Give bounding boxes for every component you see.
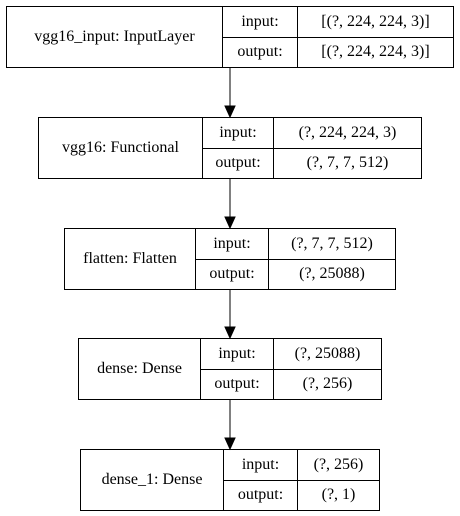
output-label: output: [201, 369, 274, 399]
output-shape: [(?, 224, 224, 3)] [321, 43, 430, 61]
input-shape: (?, 25088) [274, 339, 381, 370]
input-label: input: [201, 339, 274, 370]
input-label: input: [223, 7, 298, 38]
layer-node-dense-1: dense_1: Dense input: (?, 256) output: (… [80, 449, 380, 511]
input-shape: (?, 224, 224, 3) [274, 118, 421, 149]
input-shape: (?, 7, 7, 512) [269, 229, 395, 260]
input-shape: (?, 256) [298, 450, 379, 481]
output-shape: (?, 1) [321, 486, 356, 504]
layer-name: vgg16: Functional [39, 118, 203, 178]
layer-node-vgg16-input: vgg16_input: InputLayer input: [(?, 224,… [6, 6, 454, 68]
output-shape: (?, 25088) [299, 265, 365, 283]
edge-4 [224, 400, 236, 451]
output-label: output: [196, 259, 269, 289]
edge-3 [224, 290, 236, 340]
layer-node-dense: dense: Dense input: (?, 25088) output: (… [78, 338, 382, 400]
input-shape: [(?, 224, 224, 3)] [298, 7, 453, 38]
output-label: output: [223, 37, 298, 67]
edge-2 [224, 179, 236, 230]
input-label: input: [224, 450, 298, 481]
output-label: output: [224, 480, 298, 510]
input-label: input: [203, 118, 274, 149]
layer-name: vgg16_input: InputLayer [7, 7, 223, 67]
layer-name: dense: Dense [79, 339, 201, 399]
layer-node-flatten: flatten: Flatten input: (?, 7, 7, 512) o… [64, 228, 396, 290]
output-shape: (?, 7, 7, 512) [306, 154, 389, 172]
input-label: input: [196, 229, 269, 260]
layer-name: dense_1: Dense [81, 450, 224, 510]
output-shape: (?, 256) [302, 375, 353, 393]
output-label: output: [203, 148, 274, 178]
layer-name: flatten: Flatten [65, 229, 196, 289]
edge-1 [224, 68, 236, 119]
